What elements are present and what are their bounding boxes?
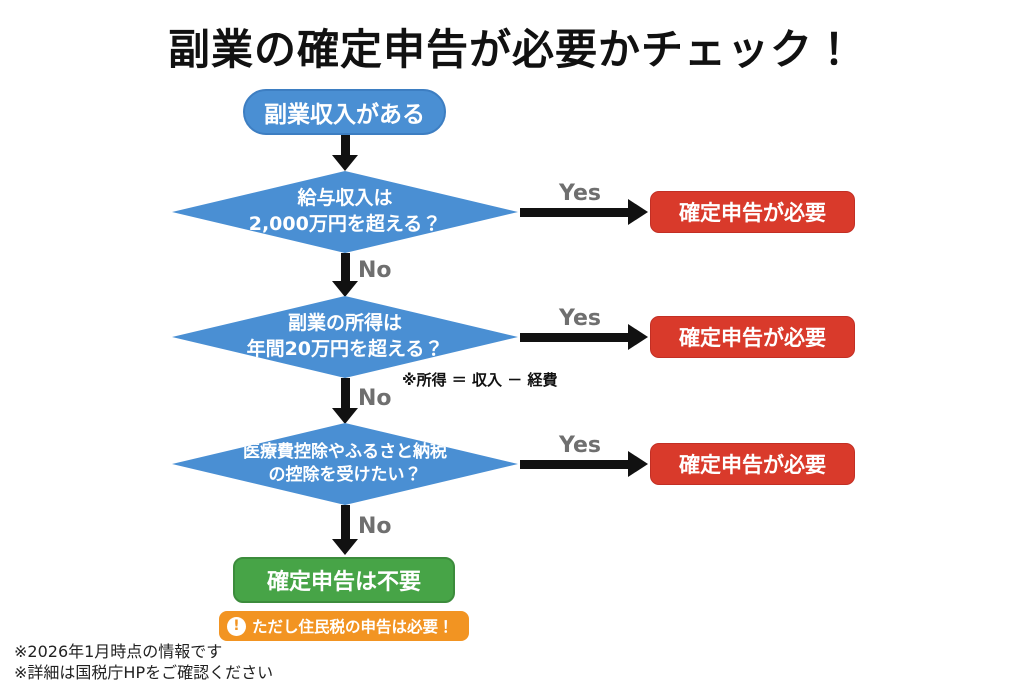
yes-label: Yes <box>559 181 601 206</box>
result-box-filing-required: 確定申告が必要 <box>650 316 855 358</box>
no-label: No <box>358 514 392 539</box>
footnotes: ※2026年1月時点の情報です ※詳細は国税庁HPをご確認ください <box>14 641 273 683</box>
arrow-down-head <box>332 539 358 555</box>
yes-label: Yes <box>559 306 601 331</box>
end-node-label: 確定申告は不要 <box>266 570 421 595</box>
arrow-down-shaft <box>341 378 350 408</box>
result-box-filing-required: 確定申告が必要 <box>650 191 855 233</box>
decision-line2: の控除を受けたい？ <box>268 465 422 485</box>
start-node: 副業収入がある <box>243 89 446 135</box>
arrow-down-head <box>332 281 358 297</box>
exclamation-icon: ! <box>227 616 246 636</box>
decision-deductions-wanted: 医療費控除やふるさと納税 の控除を受けたい？ <box>172 423 518 505</box>
arrow-down-head <box>332 155 358 171</box>
income-definition-note: ※所得 ＝ 収入 － 経費 <box>402 371 558 389</box>
arrow-down-shaft <box>341 135 350 157</box>
no-label: No <box>358 386 392 411</box>
result-label: 確定申告が必要 <box>679 201 826 225</box>
footnote-line: ※詳細は国税庁HPをご確認ください <box>14 663 274 682</box>
decision-line2: 2,000万円を超える？ <box>248 213 442 235</box>
result-box-filing-required: 確定申告が必要 <box>650 443 855 485</box>
no-label: No <box>358 258 392 283</box>
result-label: 確定申告が必要 <box>679 453 826 477</box>
decision-salary-income: 給与収入は 2,000万円を超える？ <box>172 171 518 253</box>
warning-text: ただし住民税の申告は必要！ <box>252 618 454 636</box>
start-node-label: 副業収入がある <box>264 102 425 128</box>
arrow-right-head <box>628 324 648 350</box>
result-label: 確定申告が必要 <box>679 326 826 350</box>
decision-line2: 年間20万円を超える？ <box>246 338 444 360</box>
yes-label: Yes <box>559 433 601 458</box>
arrow-down-head <box>332 408 358 424</box>
decision-side-income-200k: 副業の所得は 年間20万円を超える？ <box>172 296 518 378</box>
arrow-right-head <box>628 451 648 477</box>
arrow-right-shaft <box>520 333 628 342</box>
footnote-line: ※2026年1月時点の情報です <box>14 642 223 661</box>
arrow-right-head <box>628 199 648 225</box>
decision-line1: 医療費控除やふるさと納税 <box>243 442 447 463</box>
arrow-down-shaft <box>341 505 350 539</box>
decision-line1: 給与収入は <box>297 187 393 210</box>
resident-tax-warning: ! ただし住民税の申告は必要！ <box>219 611 469 641</box>
arrow-right-shaft <box>520 208 628 217</box>
end-node-no-filing: 確定申告は不要 <box>233 557 455 603</box>
decision-line1: 副業の所得は <box>287 312 402 335</box>
page-title: 副業の確定申告が必要かチェック！ <box>167 25 856 74</box>
arrow-right-shaft <box>520 460 628 469</box>
arrow-down-shaft <box>341 253 350 281</box>
